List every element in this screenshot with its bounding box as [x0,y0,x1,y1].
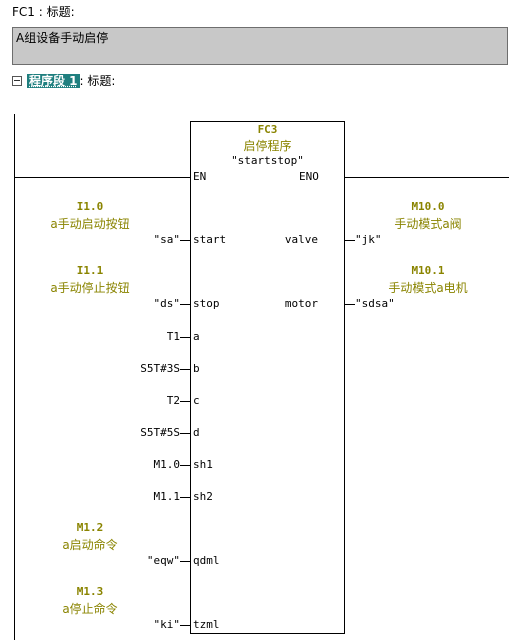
input-pin-line [180,433,190,434]
block-comment-field[interactable]: A组设备手动启停 [12,27,508,65]
collapse-icon[interactable] [12,75,22,86]
en-wire [14,177,190,178]
pin-start: start [193,233,227,246]
block-symbol: "startstop" [231,154,304,167]
output-address-valve: M10.0 [411,200,445,213]
input-comment-qdml: a启动命令 [62,538,118,552]
output-pin-line [345,240,355,241]
pin-a: a [193,330,200,343]
input-pin-line [180,337,190,338]
input-comment-start: a手动启动按钮 [50,217,130,231]
pin-qdml: qdml [193,554,220,567]
input-pin-line [180,401,190,402]
input-comment-stop: a手动停止按钮 [50,281,130,295]
pin-motor: motor [284,297,318,310]
input-operand-b[interactable]: S5T#3S [140,362,180,375]
function-title: FC1 : 标题: [12,5,75,19]
input-operand-start[interactable]: "sa" [153,233,181,246]
input-pin-line [180,369,190,370]
input-address-start: I1.0 [76,200,104,213]
network-title: : 标题: [79,74,116,88]
block-comment: 启停程序 [243,139,292,153]
output-operand-motor[interactable]: "sdsa" [355,297,395,310]
output-comment-valve: 手动模式a阀 [394,217,462,231]
pin-tzml: tzml [193,618,220,631]
network-header: 程序段 1: 标题: [12,72,115,89]
eno-wire [345,177,509,178]
pin-en: EN [193,170,207,183]
pin-valve: valve [284,233,318,246]
pin-sh1: sh1 [193,458,213,471]
power-rail [14,114,15,640]
input-pin-line [180,304,190,305]
output-comment-motor: 手动模式a电机 [388,281,468,295]
pin-sh2: sh2 [193,490,213,503]
input-pin-line [180,465,190,466]
pin-b: b [193,362,200,375]
input-operand-stop[interactable]: "ds" [153,297,181,310]
input-operand-sh1[interactable]: M1.0 [153,458,181,471]
input-operand-a[interactable]: T1 [166,330,180,343]
input-operand-tzml[interactable]: "ki" [153,618,181,631]
block-number: FC3 [257,123,278,136]
output-address-motor: M10.1 [411,264,445,277]
input-pin-line [180,625,190,626]
input-operand-sh2[interactable]: M1.1 [153,490,181,503]
input-operand-qdml[interactable]: "eqw" [146,554,180,567]
output-operand-valve[interactable]: "jk" [355,233,382,246]
input-address-tzml: M1.3 [76,585,104,598]
pin-stop: stop [193,297,220,310]
input-pin-line [180,497,190,498]
input-address-stop: I1.1 [76,264,104,277]
input-comment-tzml: a停止命令 [62,602,118,616]
input-address-qdml: M1.2 [76,521,104,534]
output-pin-line [345,304,355,305]
pin-d: d [193,426,200,439]
input-operand-d[interactable]: S5T#5S [140,426,180,439]
input-pin-line [180,561,190,562]
fc-block[interactable] [190,121,345,634]
input-pin-line [180,240,190,241]
network-name[interactable]: 程序段 1 [27,74,80,88]
pin-eno: ENO [299,170,319,183]
pin-c: c [193,394,200,407]
input-operand-c[interactable]: T2 [166,394,180,407]
